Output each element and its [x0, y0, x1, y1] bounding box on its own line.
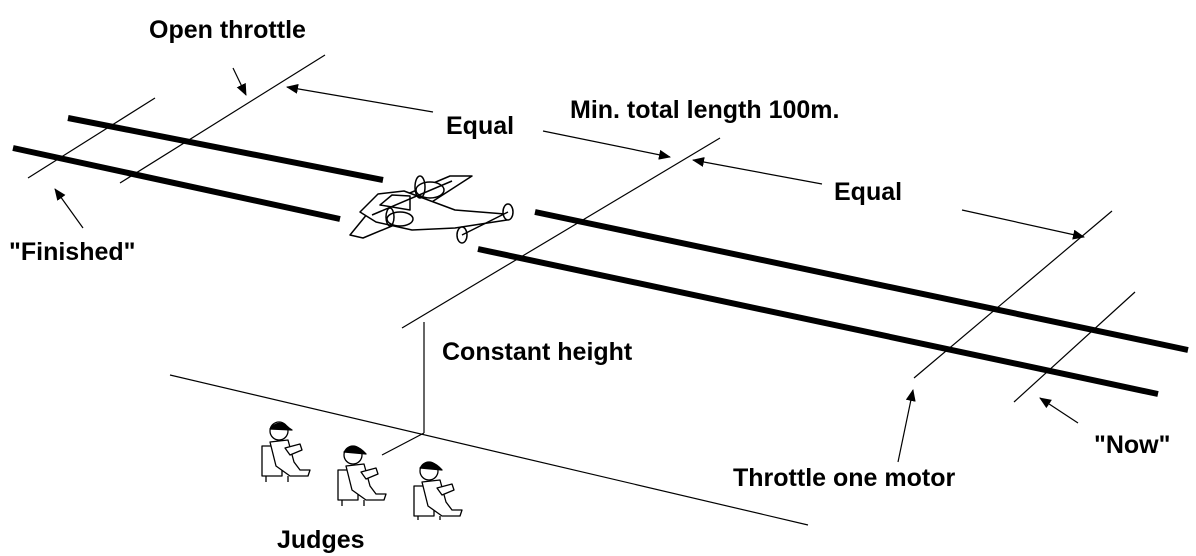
equal-right-arrow-back: [692, 157, 823, 185]
open-throttle-gate-line: [119, 54, 326, 184]
reference-lines: [27, 54, 1136, 526]
annotation-arrows: [54, 67, 1085, 463]
upper-left-path-line: [67, 115, 384, 183]
center-gate-line: [401, 137, 721, 329]
equal-right-label: Equal: [834, 178, 903, 206]
equal-left-label: Equal: [446, 112, 515, 140]
throttle-one-motor-pointer-arrow: [897, 389, 916, 463]
lower-right-path-line: [477, 246, 1159, 397]
finish-gate-line: [27, 97, 156, 179]
twin-engine-airplane: [349, 175, 514, 244]
judge-1-cap: [269, 422, 293, 431]
now-pointer-arrow: [1039, 397, 1079, 424]
judge-3-arm: [436, 483, 455, 496]
constant-height-label: Constant height: [442, 338, 633, 366]
open-throttle-pointer-arrow: [232, 67, 247, 96]
finished-label: "Finished": [9, 238, 136, 266]
airplane-left-engine: [386, 211, 414, 227]
upper-right-path-line: [534, 209, 1189, 353]
airplane-canopy: [379, 194, 411, 211]
judge-figure-2: [337, 445, 387, 506]
judge-1-arm: [284, 443, 303, 456]
judge-3-cap: [419, 462, 443, 471]
airplane-wing-line: [371, 180, 453, 216]
ground-line: [169, 374, 809, 526]
throttle-one-motor-label: Throttle one motor: [733, 464, 956, 492]
flight-path-lines: [12, 115, 1189, 397]
min-total-length-label: Min. total length 100m.: [570, 96, 840, 124]
now-label: "Now": [1094, 431, 1171, 459]
airplane-right-propeller: [414, 175, 426, 199]
equal-right-arrow-forward: [961, 209, 1085, 240]
now-gate-line: [1013, 291, 1136, 403]
judge-figure-3: [413, 461, 463, 520]
equal-left-arrow-back: [286, 83, 434, 113]
equal-left-arrow-forward: [542, 130, 671, 160]
judge-2-arm: [360, 467, 379, 480]
judge-2-cap: [343, 446, 367, 455]
airplane-tailplane: [461, 211, 509, 236]
open-throttle-label: Open throttle: [149, 16, 306, 44]
finished-pointer-arrow: [54, 188, 84, 229]
judge-sight-line: [381, 432, 425, 456]
judges-label: Judges: [277, 526, 365, 554]
judge-figure-1: [261, 421, 311, 482]
lower-left-path-line: [12, 145, 341, 222]
